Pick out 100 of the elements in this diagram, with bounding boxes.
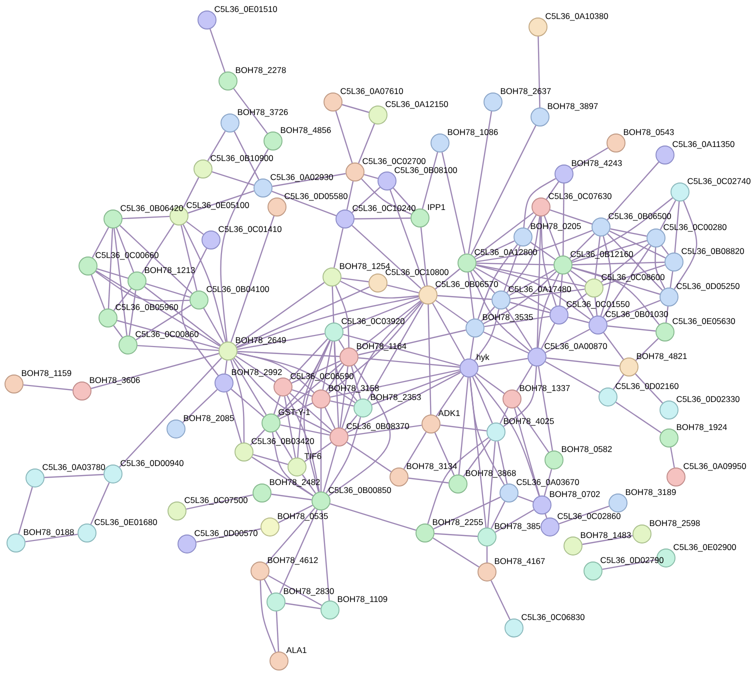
- interaction-line: [340, 366, 348, 428]
- protein-node: [250, 562, 270, 580]
- interaction-line: [268, 575, 322, 606]
- protein-node: [98, 308, 118, 328]
- interaction-line: [527, 214, 537, 230]
- interaction-line: [546, 357, 620, 367]
- node-label: BOH78_0535: [278, 513, 328, 521]
- interaction-line: [203, 308, 224, 344]
- protein-node: [194, 160, 212, 178]
- interaction-line: [602, 559, 657, 570]
- node-label: BOH78_3189: [626, 489, 676, 497]
- interaction-line: [286, 395, 320, 492]
- interaction-line: [234, 358, 331, 434]
- node-label: C5L36_0A02930: [270, 174, 333, 182]
- interaction-line: [483, 271, 557, 324]
- interaction-line: [284, 396, 296, 458]
- node-label: BOH78_2255: [432, 519, 483, 527]
- node-label: C5L36_0A11350: [672, 141, 734, 149]
- protein-node: [504, 618, 524, 638]
- protein-node: [416, 524, 434, 542]
- interaction-line: [330, 369, 460, 398]
- interaction-line: [182, 389, 218, 423]
- protein-node: [670, 182, 690, 202]
- interaction-line: [569, 233, 595, 259]
- node-label: C5L36_0C01410: [218, 226, 282, 234]
- protein-node: [78, 256, 98, 276]
- protein-node: [664, 252, 684, 272]
- protein-node: [448, 474, 468, 494]
- interaction-line: [326, 416, 362, 494]
- node-label: C5L36_0C00660: [96, 252, 158, 260]
- interaction-line: [635, 338, 659, 361]
- interaction-line: [334, 341, 340, 428]
- interaction-line: [320, 408, 322, 492]
- protein-node: [266, 592, 286, 612]
- interaction-line: [403, 432, 427, 470]
- node-label: IPP1: [428, 204, 446, 210]
- interaction-line: [484, 316, 550, 328]
- protein-node: [198, 10, 216, 30]
- protein-node: [502, 390, 522, 408]
- node-label: BOH78_2278: [236, 67, 286, 75]
- interaction-line: [475, 240, 515, 260]
- interaction-line: [220, 148, 269, 342]
- interaction-line: [483, 331, 529, 354]
- protein-node: [72, 382, 92, 400]
- node-label: C5L36_0A10380: [546, 13, 608, 21]
- interaction-line: [323, 446, 338, 492]
- interaction-line: [271, 494, 312, 500]
- node-label: C5L36_0C02740: [688, 178, 750, 186]
- interaction-line: [478, 358, 528, 368]
- interaction-line: [272, 190, 336, 216]
- interaction-line: [562, 183, 564, 256]
- interaction-line: [420, 227, 428, 286]
- protein-node: [78, 524, 96, 542]
- interaction-line: [508, 269, 556, 296]
- interaction-line: [516, 364, 533, 392]
- interaction-line: [607, 233, 663, 291]
- protein-node: [118, 336, 138, 354]
- protein-node: [270, 652, 288, 670]
- node-label: BOH78_4821: [636, 353, 687, 361]
- protein-node: [608, 494, 628, 512]
- interaction-line: [607, 325, 656, 332]
- protein-node: [312, 390, 330, 408]
- node-label: BOH78_2353: [370, 394, 421, 402]
- interaction-line: [530, 242, 556, 260]
- node-label: C5L36_0D02790: [600, 557, 664, 565]
- protein-node: [660, 400, 678, 420]
- node-label: C5L36_0D00570: [194, 530, 258, 538]
- interaction-line: [96, 270, 220, 347]
- node-label: C5L36_0B03420: [252, 438, 314, 446]
- node-label: C5L36_0C07500: [184, 497, 248, 505]
- interaction-line: [538, 366, 554, 451]
- node-label: TIF6: [304, 453, 322, 460]
- interaction-line: [544, 468, 552, 496]
- interaction-line: [470, 337, 474, 359]
- protein-node: [368, 106, 388, 124]
- protein-node: [544, 450, 564, 470]
- interaction-line: [114, 228, 128, 336]
- interaction-line: [490, 501, 506, 529]
- interaction-line: [572, 240, 648, 263]
- interaction-line: [674, 200, 698, 290]
- interaction-line: [510, 302, 550, 314]
- node-label: GST-Y-1: [278, 409, 310, 416]
- interaction-line: [635, 374, 663, 404]
- node-label: BOH78_3726: [238, 109, 288, 117]
- node-label: BOH78_0188: [24, 529, 74, 537]
- protein-node: [660, 288, 678, 306]
- interaction-line: [236, 296, 419, 348]
- interaction-line: [568, 316, 589, 324]
- interaction-line: [358, 124, 376, 164]
- node-label: BOH78_1213: [144, 267, 195, 275]
- interaction-line: [119, 225, 193, 294]
- node-label: C5L36_0C01550: [566, 301, 630, 309]
- interaction-line: [272, 173, 346, 187]
- node-label: C5L36_0C10800: [386, 269, 448, 277]
- interaction-line: [654, 247, 666, 289]
- interaction-line: [348, 424, 422, 436]
- node-label: BOH78_1924: [676, 424, 727, 432]
- interaction-line: [476, 230, 592, 262]
- interaction-line: [523, 178, 556, 228]
- interaction-line: [476, 262, 554, 266]
